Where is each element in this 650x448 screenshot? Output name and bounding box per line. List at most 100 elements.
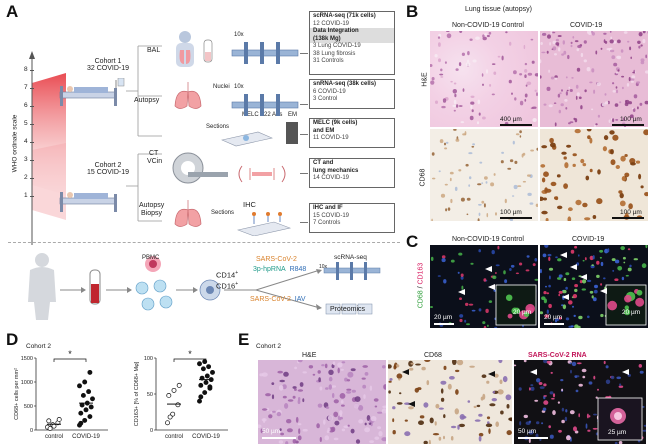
cell (575, 84, 579, 89)
cell (530, 149, 534, 152)
cell (614, 103, 619, 107)
arrowhead-marker (402, 369, 409, 375)
cell (478, 308, 482, 312)
cell (587, 279, 592, 283)
cell (324, 363, 328, 369)
cell (511, 195, 515, 197)
cell (362, 365, 368, 368)
who-tick-label: 8 (24, 66, 28, 73)
cell (382, 365, 386, 369)
cell (568, 122, 571, 125)
cell (443, 435, 445, 440)
cell (441, 255, 446, 259)
cell (393, 365, 397, 370)
cell (419, 415, 425, 419)
cell (337, 362, 343, 368)
cell (284, 403, 289, 409)
cell (528, 438, 531, 443)
cell (620, 155, 626, 162)
cell (610, 36, 612, 40)
cell (440, 388, 444, 394)
cell (609, 31, 612, 33)
cell (548, 104, 553, 108)
cell (571, 77, 574, 79)
cell (294, 366, 297, 370)
10x-chip-icon (231, 42, 299, 64)
cell (308, 365, 314, 369)
cell (409, 367, 414, 371)
cell (470, 101, 475, 105)
cell (562, 304, 567, 310)
cell (535, 433, 539, 438)
cell (600, 283, 603, 286)
cell (561, 89, 563, 92)
arrowhead-marker (485, 266, 492, 272)
cell (625, 99, 627, 104)
cell (525, 84, 528, 87)
cell (570, 249, 575, 254)
y-axis-label: CD68+ cells per mm² (14, 368, 20, 420)
cell (486, 416, 491, 420)
cell (572, 36, 575, 39)
cell (325, 406, 330, 409)
cell (567, 216, 572, 221)
data-integration: Data Integration (310, 28, 394, 36)
cell (341, 428, 346, 432)
he-control-image (430, 31, 538, 127)
cell (638, 364, 642, 368)
scalebar-label: 25 µm (608, 429, 627, 436)
cell (589, 255, 594, 261)
cell (582, 202, 588, 208)
cell (622, 256, 626, 260)
cell (574, 129, 581, 134)
cell (460, 197, 465, 202)
melc-title: MELC (9k cells) (313, 120, 358, 126)
cell (449, 376, 455, 380)
cell (568, 86, 571, 89)
cell (292, 386, 297, 389)
cell (454, 93, 457, 98)
scrna-title: scRNA-seq (71k cells) (313, 13, 376, 19)
cell (603, 360, 606, 365)
cell (562, 289, 567, 294)
cell (623, 31, 628, 34)
cell (603, 277, 606, 280)
cell (493, 373, 499, 378)
cell (607, 300, 618, 311)
cell (534, 89, 537, 92)
cell (396, 373, 403, 379)
cell (449, 177, 452, 182)
cell (299, 382, 304, 387)
cell (636, 81, 641, 84)
cell (449, 171, 454, 175)
cell (450, 259, 455, 263)
cell (557, 205, 563, 210)
significance-bracket (173, 358, 207, 362)
label-scrna-bottom: scRNA-seq (334, 254, 367, 261)
cell (629, 46, 632, 51)
workflow-divider (8, 242, 400, 244)
cell (540, 75, 542, 79)
cell (450, 198, 453, 204)
cell (285, 441, 289, 444)
cell (554, 122, 557, 127)
cell (492, 275, 497, 280)
cell (624, 154, 628, 157)
cell (561, 419, 565, 424)
cell (456, 360, 464, 366)
cell (591, 31, 594, 34)
y-tick-label: 1500 (21, 356, 33, 362)
cell (332, 393, 335, 398)
cell (507, 167, 512, 170)
cohort-bracket (126, 45, 162, 222)
cell (326, 430, 330, 434)
snrna-box: snRNA-seq (38k cells) 6 COVID-19 3 Contr… (309, 79, 395, 109)
cell (543, 360, 548, 364)
cell (334, 420, 340, 426)
cell (426, 380, 430, 386)
cell (604, 248, 609, 254)
cell (440, 76, 444, 78)
ihc-title: IHC and IF (313, 205, 343, 211)
cell (519, 100, 524, 106)
